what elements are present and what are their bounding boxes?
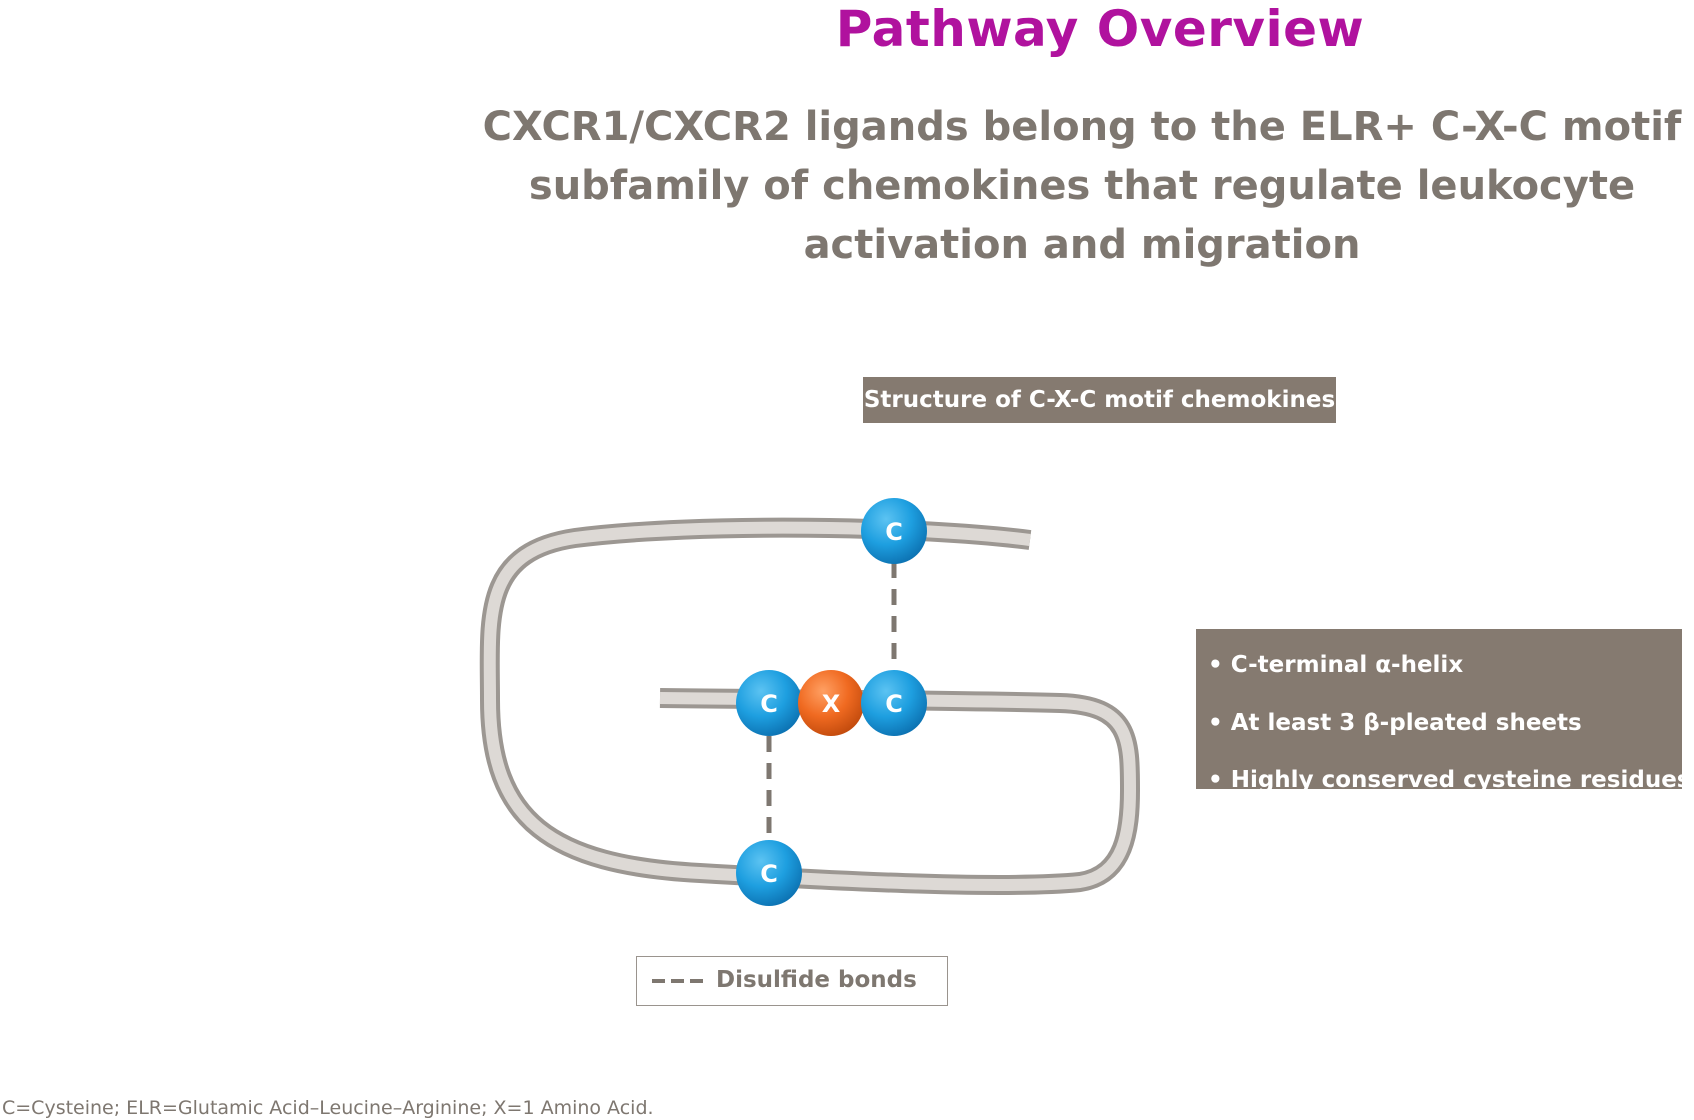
svg-text:X: X [822,690,841,718]
page-subtitle: CXCR1/CXCR2 ligands belong to the ELR+ C… [470,98,1694,275]
features-box: • C-terminal α-helix • At least 3 β-plea… [1196,629,1690,793]
cysteine-bead-right: C [861,670,927,736]
svg-text:C: C [760,690,778,718]
footnote: C=Cysteine; ELR=Glutamic Acid–Leucine–Ar… [2,1097,654,1119]
legend-box: Disulfide bonds [636,956,948,1006]
cysteine-bead-left: C [736,670,802,736]
legend-label: Disulfide bonds [716,967,917,993]
svg-text:C: C [760,860,778,888]
feature-item: • At least 3 β-pleated sheets [1208,709,1582,736]
svg-text:C: C [885,518,903,546]
cysteine-bead-top: C [861,498,927,564]
subtitle-line-3: activation and migration [803,222,1361,268]
x-amino-acid-bead: X [798,670,864,736]
feature-item: • Highly conserved cysteine residues [1208,767,1691,793]
cysteine-bead-bottom: C [736,840,802,906]
feature-item: • C-terminal α-helix [1208,652,1464,678]
dashed-line-icon [652,978,704,983]
subtitle-line-1: CXCR1/CXCR2 ligands belong to the ELR+ C… [482,104,1682,150]
svg-text:C: C [885,690,903,718]
subtitle-line-2: subfamily of chemokines that regulate le… [528,163,1636,209]
structure-label: Structure of C-X-C motif chemokines [863,377,1336,423]
page-title: Pathway Overview [835,0,1365,58]
